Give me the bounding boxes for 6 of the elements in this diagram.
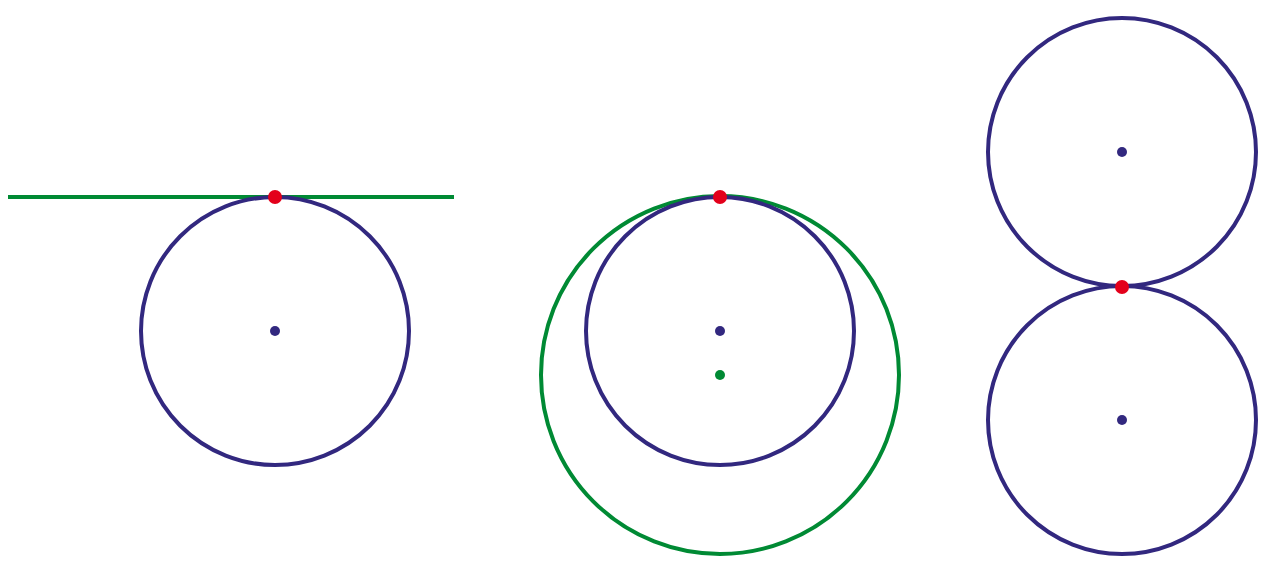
tangent-line	[8, 195, 454, 199]
circle-outline	[539, 194, 901, 556]
circle-outline	[139, 195, 411, 467]
circle-outline	[986, 16, 1258, 288]
circle-outline	[986, 284, 1258, 556]
circle-outline	[584, 195, 856, 467]
